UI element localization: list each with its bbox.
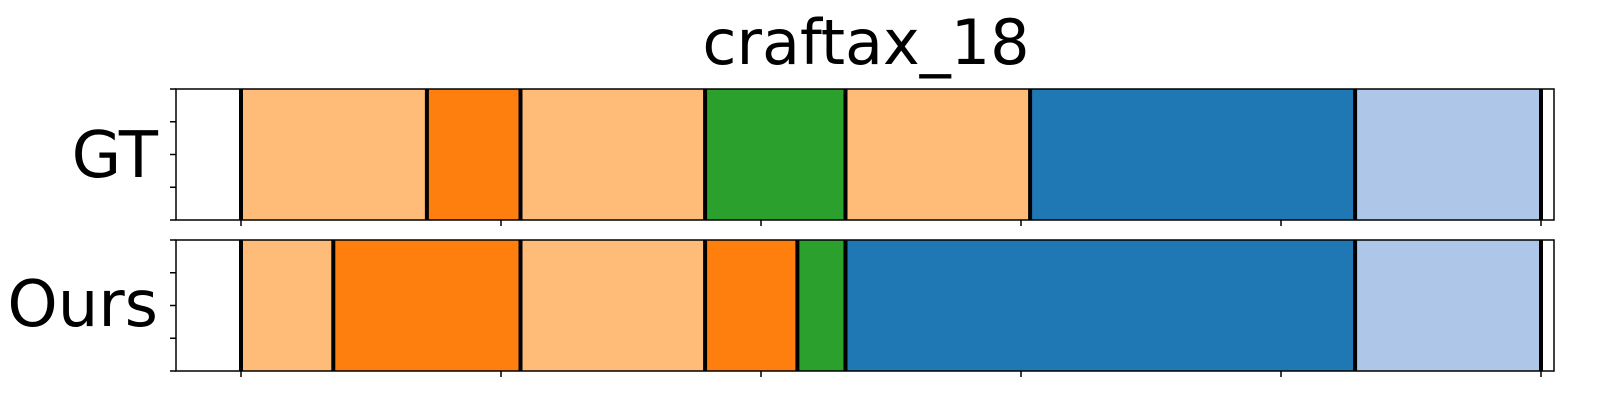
segment-0-5 [1030, 89, 1356, 220]
segment-1-3 [705, 240, 798, 371]
segment-0-2 [520, 89, 706, 220]
chart-title: craftax_18 [702, 6, 1029, 79]
segment-0-4 [845, 89, 1031, 220]
segment-1-0 [241, 240, 334, 371]
segment-1-2 [520, 240, 706, 371]
segment-1-1 [333, 240, 521, 371]
segment-1-4 [797, 240, 846, 371]
segment-1-6 [1355, 240, 1541, 371]
segment-0-6 [1355, 89, 1541, 220]
row-label-gt: GT [72, 119, 159, 193]
segment-0-1 [426, 89, 521, 220]
row-label-ours: Ours [7, 268, 158, 342]
segment-0-0 [241, 89, 427, 220]
segment-0-3 [705, 89, 846, 220]
segment-1-5 [845, 240, 1356, 371]
